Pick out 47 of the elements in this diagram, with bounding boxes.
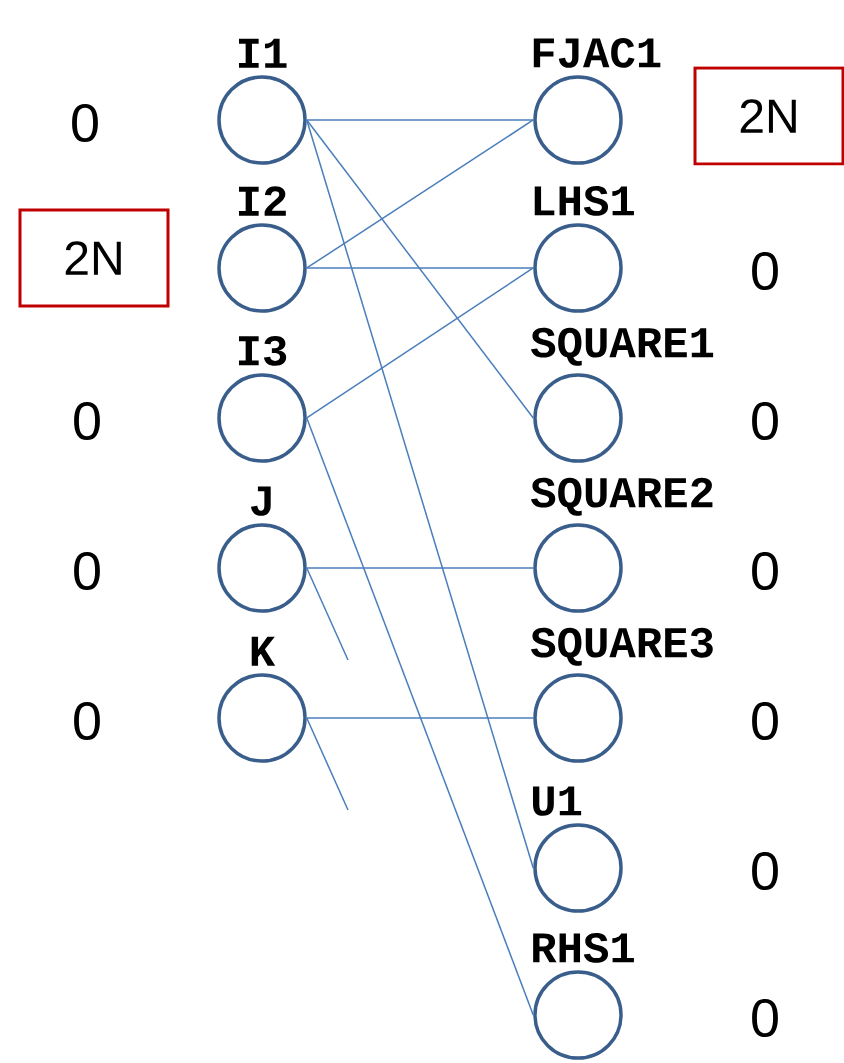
connector-line — [306, 567, 349, 661]
node-label: FJAC1 — [533, 37, 661, 68]
node-label: I1 — [238, 38, 287, 68]
value-label: 0 — [74, 401, 100, 441]
node-label: SQUARE2 — [531, 477, 713, 516]
circle-node — [217, 223, 307, 313]
value-label: 0 — [74, 701, 100, 741]
node-label: LHS1 — [534, 185, 634, 216]
node-label: I3 — [238, 335, 287, 366]
value-label: 0 — [752, 701, 778, 741]
connector-line — [306, 267, 534, 419]
connector-line — [306, 267, 534, 269]
node-label: SQUARE1 — [531, 327, 714, 366]
value-label: 0 — [72, 103, 98, 143]
circle-node — [217, 75, 307, 165]
node-label: I2 — [238, 186, 286, 216]
node-label: U1 — [533, 786, 582, 816]
value-label: 0 — [74, 551, 100, 591]
node-label: RHS1 — [533, 932, 634, 963]
circle-node — [533, 523, 623, 613]
connector-line — [306, 717, 534, 719]
circle-node — [533, 223, 623, 313]
connector-line — [306, 119, 534, 869]
node-label: J — [251, 486, 271, 516]
value-box: 2N — [18, 208, 170, 308]
circle-node — [533, 673, 623, 763]
node-label: K — [251, 636, 276, 666]
connector-line — [306, 417, 534, 1016]
circle-node — [217, 373, 307, 463]
value-box: 2N — [693, 66, 844, 166]
connector-line — [306, 119, 534, 419]
connector-line — [306, 119, 534, 121]
node-label: SQUARE3 — [531, 627, 713, 666]
connector-line — [306, 717, 349, 811]
value-label: 0 — [752, 401, 778, 441]
circle-node — [533, 75, 623, 165]
circle-node — [533, 373, 623, 463]
value-label: 0 — [752, 851, 778, 891]
connector-line — [306, 567, 534, 569]
circle-node — [533, 970, 623, 1060]
value-label: 0 — [752, 998, 778, 1038]
circle-node — [533, 823, 623, 913]
circle-node — [217, 673, 307, 763]
value-label: 0 — [752, 551, 778, 591]
value-label: 0 — [752, 251, 778, 291]
connector-line — [306, 119, 534, 269]
circle-node — [217, 523, 307, 613]
